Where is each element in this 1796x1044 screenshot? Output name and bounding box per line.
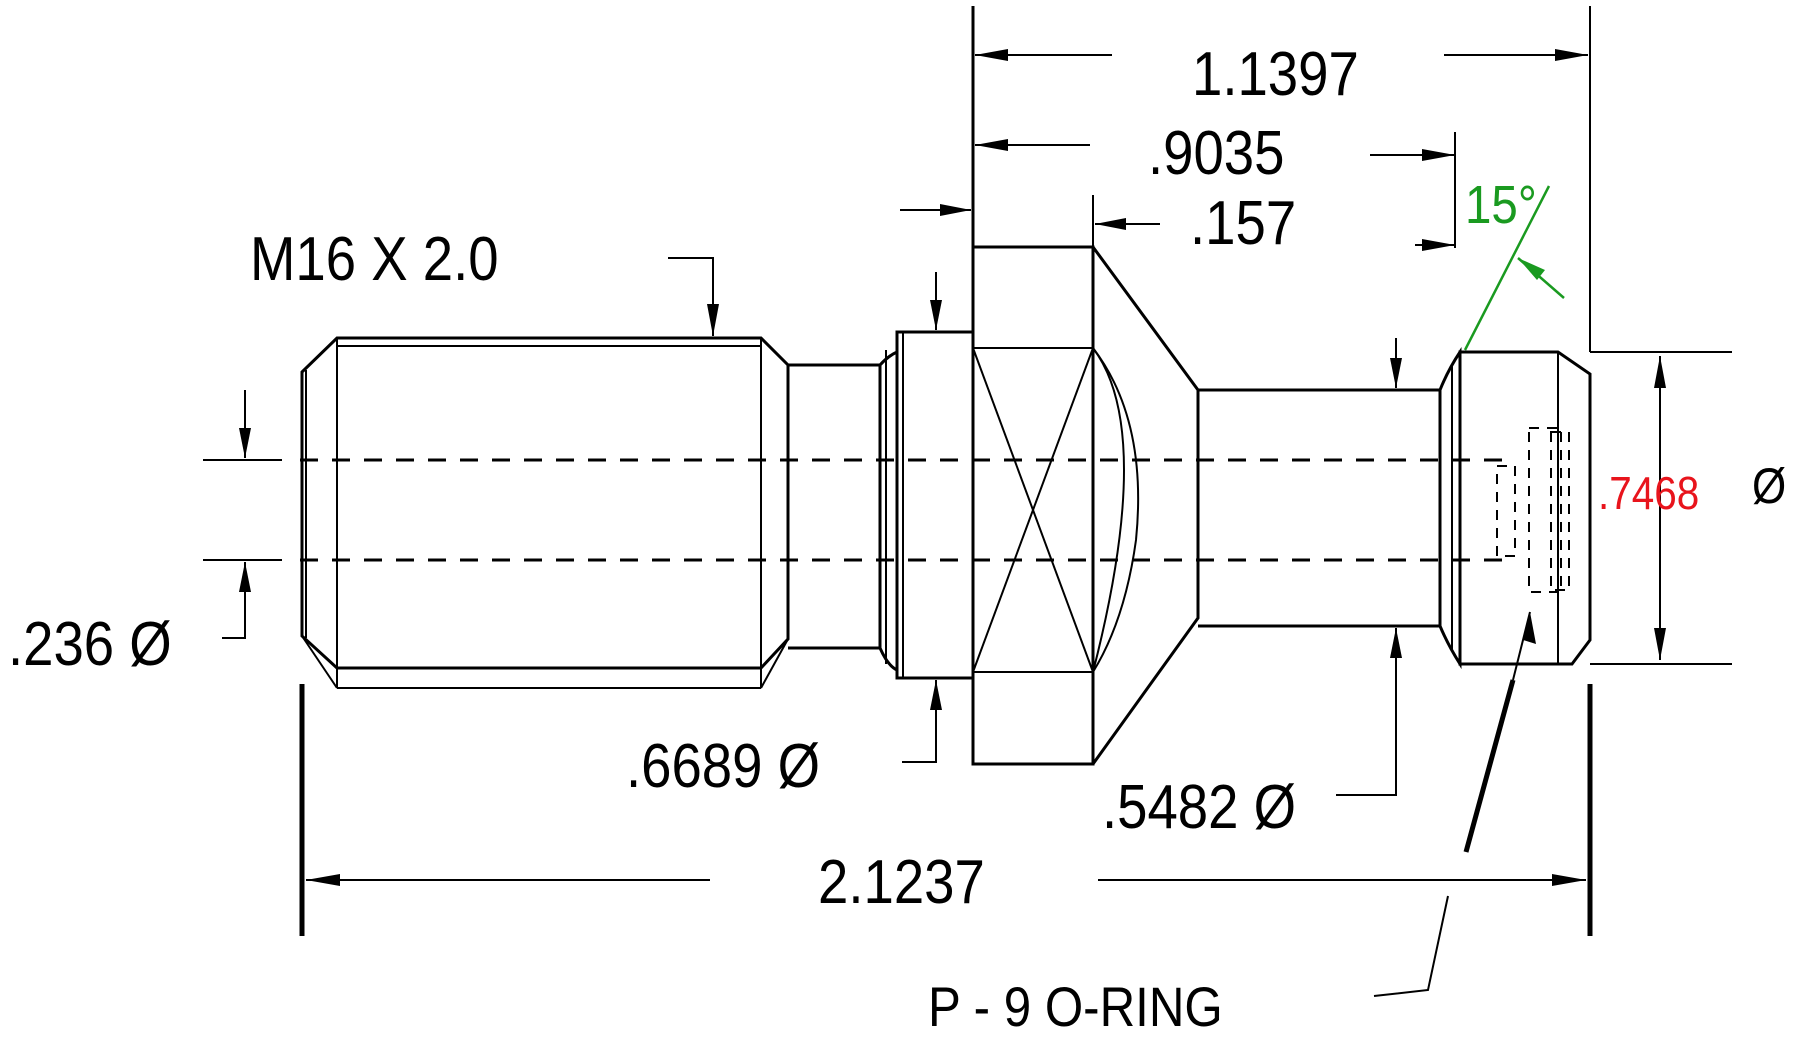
angle-label: 15° [1465,174,1537,235]
head-diameter-label: .7468 [1598,469,1699,520]
flange-diameter-label: .6689 Ø [626,732,820,801]
oring-label: P - 9 O-RING [928,976,1223,1039]
head-section [1451,350,1592,666]
dim-157-label: .157 [1190,189,1296,258]
undercut-section [788,349,899,673]
dim-overall-length [306,874,1586,886]
hex-section [971,245,1125,766]
neck-section [1198,347,1462,670]
dim-thread-leader [668,257,719,336]
neck-diameter-label: .5482 Ø [1102,773,1296,842]
dim-head-dia [1654,356,1666,660]
dim-1-1397-label: 1.1397 [1192,40,1359,109]
oring-groove [1496,427,1570,593]
extension-lines [299,6,1732,936]
dim-157 [900,204,1160,230]
dim-angle [1463,185,1565,351]
dim-9035-label: .9035 [1148,119,1284,188]
thread-spec-label: M16 X 2.0 [250,225,499,294]
dim-flange-leader [902,272,942,763]
dim-bore-leader [222,390,251,639]
dim-1-1397 [975,49,1588,61]
overall-length-label: 2.1237 [818,848,985,917]
head-diameter-symbol: Ø [1752,457,1786,513]
dim-9035 [975,139,1455,251]
threaded-section [300,336,790,689]
flange-section [885,330,975,680]
bore-centerlines [203,458,1510,562]
taper-section [1091,246,1200,765]
oring-leader [1373,611,1536,997]
bore-diameter-label: .236 Ø [8,610,172,679]
dim-neck-leader [1336,338,1402,796]
